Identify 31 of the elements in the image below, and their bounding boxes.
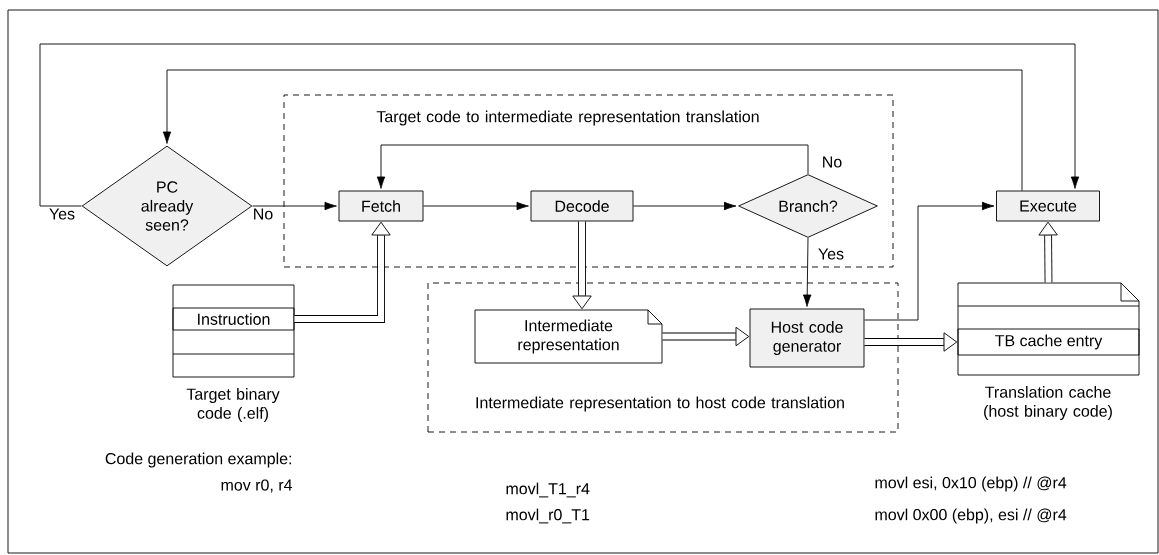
block-arrow xyxy=(662,326,750,347)
arrow xyxy=(252,201,337,211)
note-text: movl esi, 0x10 (ebp) // @r4 xyxy=(875,476,1067,492)
edge-label: Yes xyxy=(47,207,77,221)
table-drawing: Instruction xyxy=(172,284,295,378)
block-arrow xyxy=(864,332,958,352)
caption-text: Target binary code (.elf) xyxy=(186,388,280,422)
edge-label: Yes xyxy=(816,247,846,261)
arrow xyxy=(633,201,737,211)
process-box: Decode xyxy=(530,190,634,222)
process-box: Host code generator xyxy=(749,308,865,368)
process-box: Fetch xyxy=(338,190,424,222)
arrow xyxy=(376,144,809,189)
note-text: mov r0, r4 xyxy=(221,479,293,493)
note-text: movl 0x00 (ebp), esi // @r4 xyxy=(875,508,1067,524)
block-arrow xyxy=(1038,221,1058,283)
edge-label: No xyxy=(251,207,275,221)
block-arrow xyxy=(572,221,592,310)
note-text: Code generation example: xyxy=(105,452,292,468)
arrow xyxy=(39,43,1080,207)
process-box: Execute xyxy=(996,190,1100,222)
arrow xyxy=(162,69,1023,191)
arrow xyxy=(802,237,812,307)
edge-label: No xyxy=(820,155,844,169)
arrow xyxy=(864,201,995,321)
block-arrow xyxy=(294,221,391,323)
table-drawing: TB cache entry xyxy=(957,282,1140,376)
note-text: movl_T1_r4 xyxy=(506,482,590,498)
note-text: movl_r0_T1 xyxy=(506,508,590,524)
caption-text: Translation cache (host binary code) xyxy=(984,386,1112,420)
arrow xyxy=(423,201,529,211)
